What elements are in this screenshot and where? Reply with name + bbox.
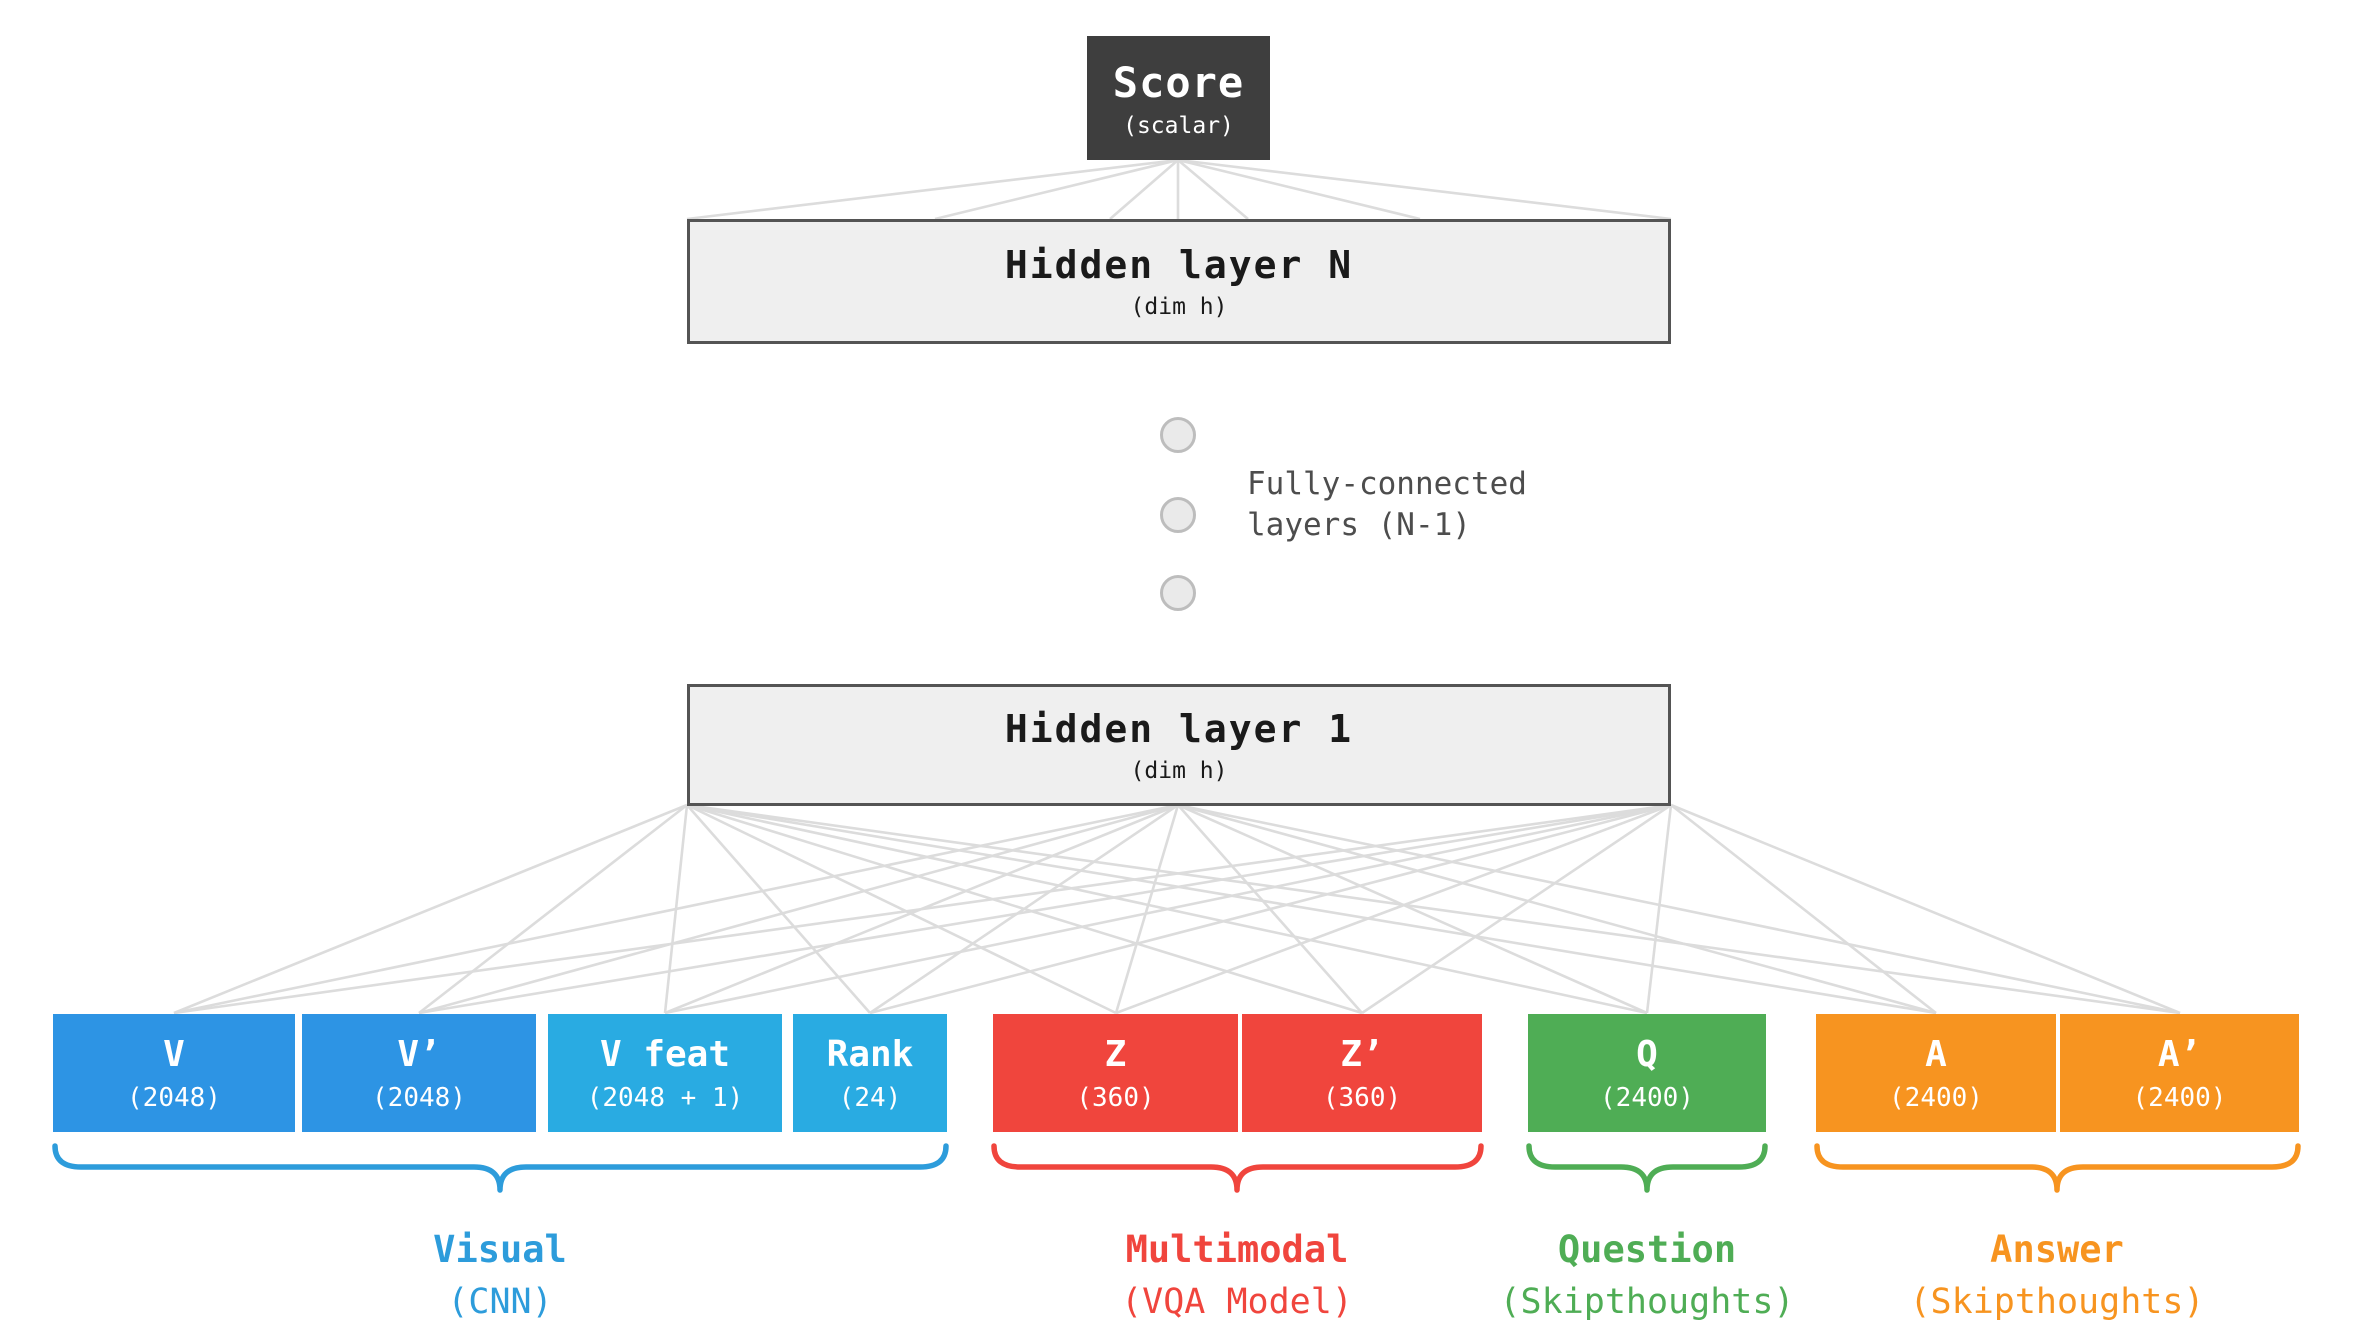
score-node: Score (scalar) [1087, 36, 1270, 160]
input-box-rank-label: Rank [826, 1033, 914, 1075]
input-box-z-dim: (360) [1076, 1082, 1155, 1113]
ellipsis-dot-1 [1160, 417, 1196, 453]
input-box-a-prime-label: A’ [2157, 1033, 2202, 1075]
input-box-v-prime: V’ (2048) [302, 1014, 536, 1132]
input-box-q: Q (2400) [1528, 1014, 1766, 1132]
fully-connected-note: Fully-connected layers (N-1) [1247, 464, 1527, 546]
input-box-rank-dim: (24) [838, 1082, 902, 1113]
hidden-layer-1-label: Hidden layer 1 [1004, 706, 1354, 751]
ellipsis-dot-2 [1160, 497, 1196, 533]
hidden-layer-1-dim: (dim h) [1130, 757, 1228, 784]
hidden-layer-1-node: Hidden layer 1 (dim h) [687, 684, 1671, 806]
input-box-v-dim: (2048) [127, 1082, 221, 1113]
input-box-v-feat: V feat (2048 + 1) [548, 1014, 782, 1132]
input-box-v-prime-label: V’ [397, 1033, 441, 1075]
hidden-layer-n-label: Hidden layer N [1004, 243, 1354, 287]
input-box-z-prime: Z’ (360) [1242, 1014, 1482, 1132]
answer-group-brace [1814, 1143, 2301, 1193]
input-box-a-label: A [1925, 1033, 1947, 1075]
input-box-v-feat-dim: (2048 + 1) [586, 1082, 744, 1113]
input-box-rank: Rank (24) [793, 1014, 947, 1132]
input-box-a: A (2400) [1816, 1014, 2056, 1132]
multimodal-group-brace [991, 1143, 1484, 1193]
input-box-v-label: V [163, 1033, 185, 1075]
answer-group-label: Answer (Skipthoughts) [1757, 1228, 2357, 1322]
input-box-z-prime-dim: (360) [1322, 1082, 1402, 1113]
score-label: Score [1112, 57, 1245, 107]
input-box-v-prime-dim: (2048) [372, 1082, 466, 1113]
answer-group-sub: (Skipthoughts) [1909, 1282, 2205, 1322]
answer-group-name: Answer [1990, 1228, 2124, 1271]
input-box-q-label: Q [1636, 1033, 1658, 1075]
input-box-a-dim: (2400) [1889, 1082, 1983, 1113]
input-box-z-prime-label: Z’ [1340, 1033, 1384, 1075]
connection-lines [173, 158, 2181, 1015]
fully-connected-note-line1: Fully-connected [1247, 466, 1527, 502]
hidden-layer-n-dim: (dim h) [1130, 294, 1228, 320]
multimodal-group-name: Multimodal [1125, 1228, 1349, 1271]
hidden-layer-n-node: Hidden layer N (dim h) [687, 219, 1671, 344]
input-box-a-prime-dim: (2400) [2132, 1082, 2227, 1113]
input-box-v: V (2048) [53, 1014, 295, 1132]
multimodal-group-sub: (VQA Model) [1121, 1282, 1353, 1322]
input-box-q-dim: (2400) [1600, 1082, 1694, 1113]
question-group-name: Question [1557, 1228, 1737, 1271]
input-box-z-label: Z [1104, 1033, 1127, 1075]
input-box-a-prime: A’ (2400) [2060, 1014, 2299, 1132]
input-box-v-feat-label: V feat [599, 1033, 731, 1075]
question-group-sub: (Skipthoughts) [1499, 1282, 1795, 1322]
visual-group-label: Visual (CNN) [200, 1228, 800, 1322]
visual-group-sub: (CNN) [447, 1282, 553, 1322]
fully-connected-note-line2: layers (N-1) [1247, 507, 1471, 543]
question-group-label: Question (Skipthoughts) [1347, 1228, 1947, 1322]
multimodal-group-label: Multimodal (VQA Model) [937, 1228, 1537, 1322]
question-group-brace [1526, 1143, 1768, 1193]
input-box-z: Z (360) [993, 1014, 1238, 1132]
visual-group-name: Visual [433, 1228, 567, 1271]
score-dim: (scalar) [1123, 112, 1234, 139]
ellipsis-dot-3 [1160, 575, 1196, 611]
visual-group-brace [52, 1143, 949, 1193]
